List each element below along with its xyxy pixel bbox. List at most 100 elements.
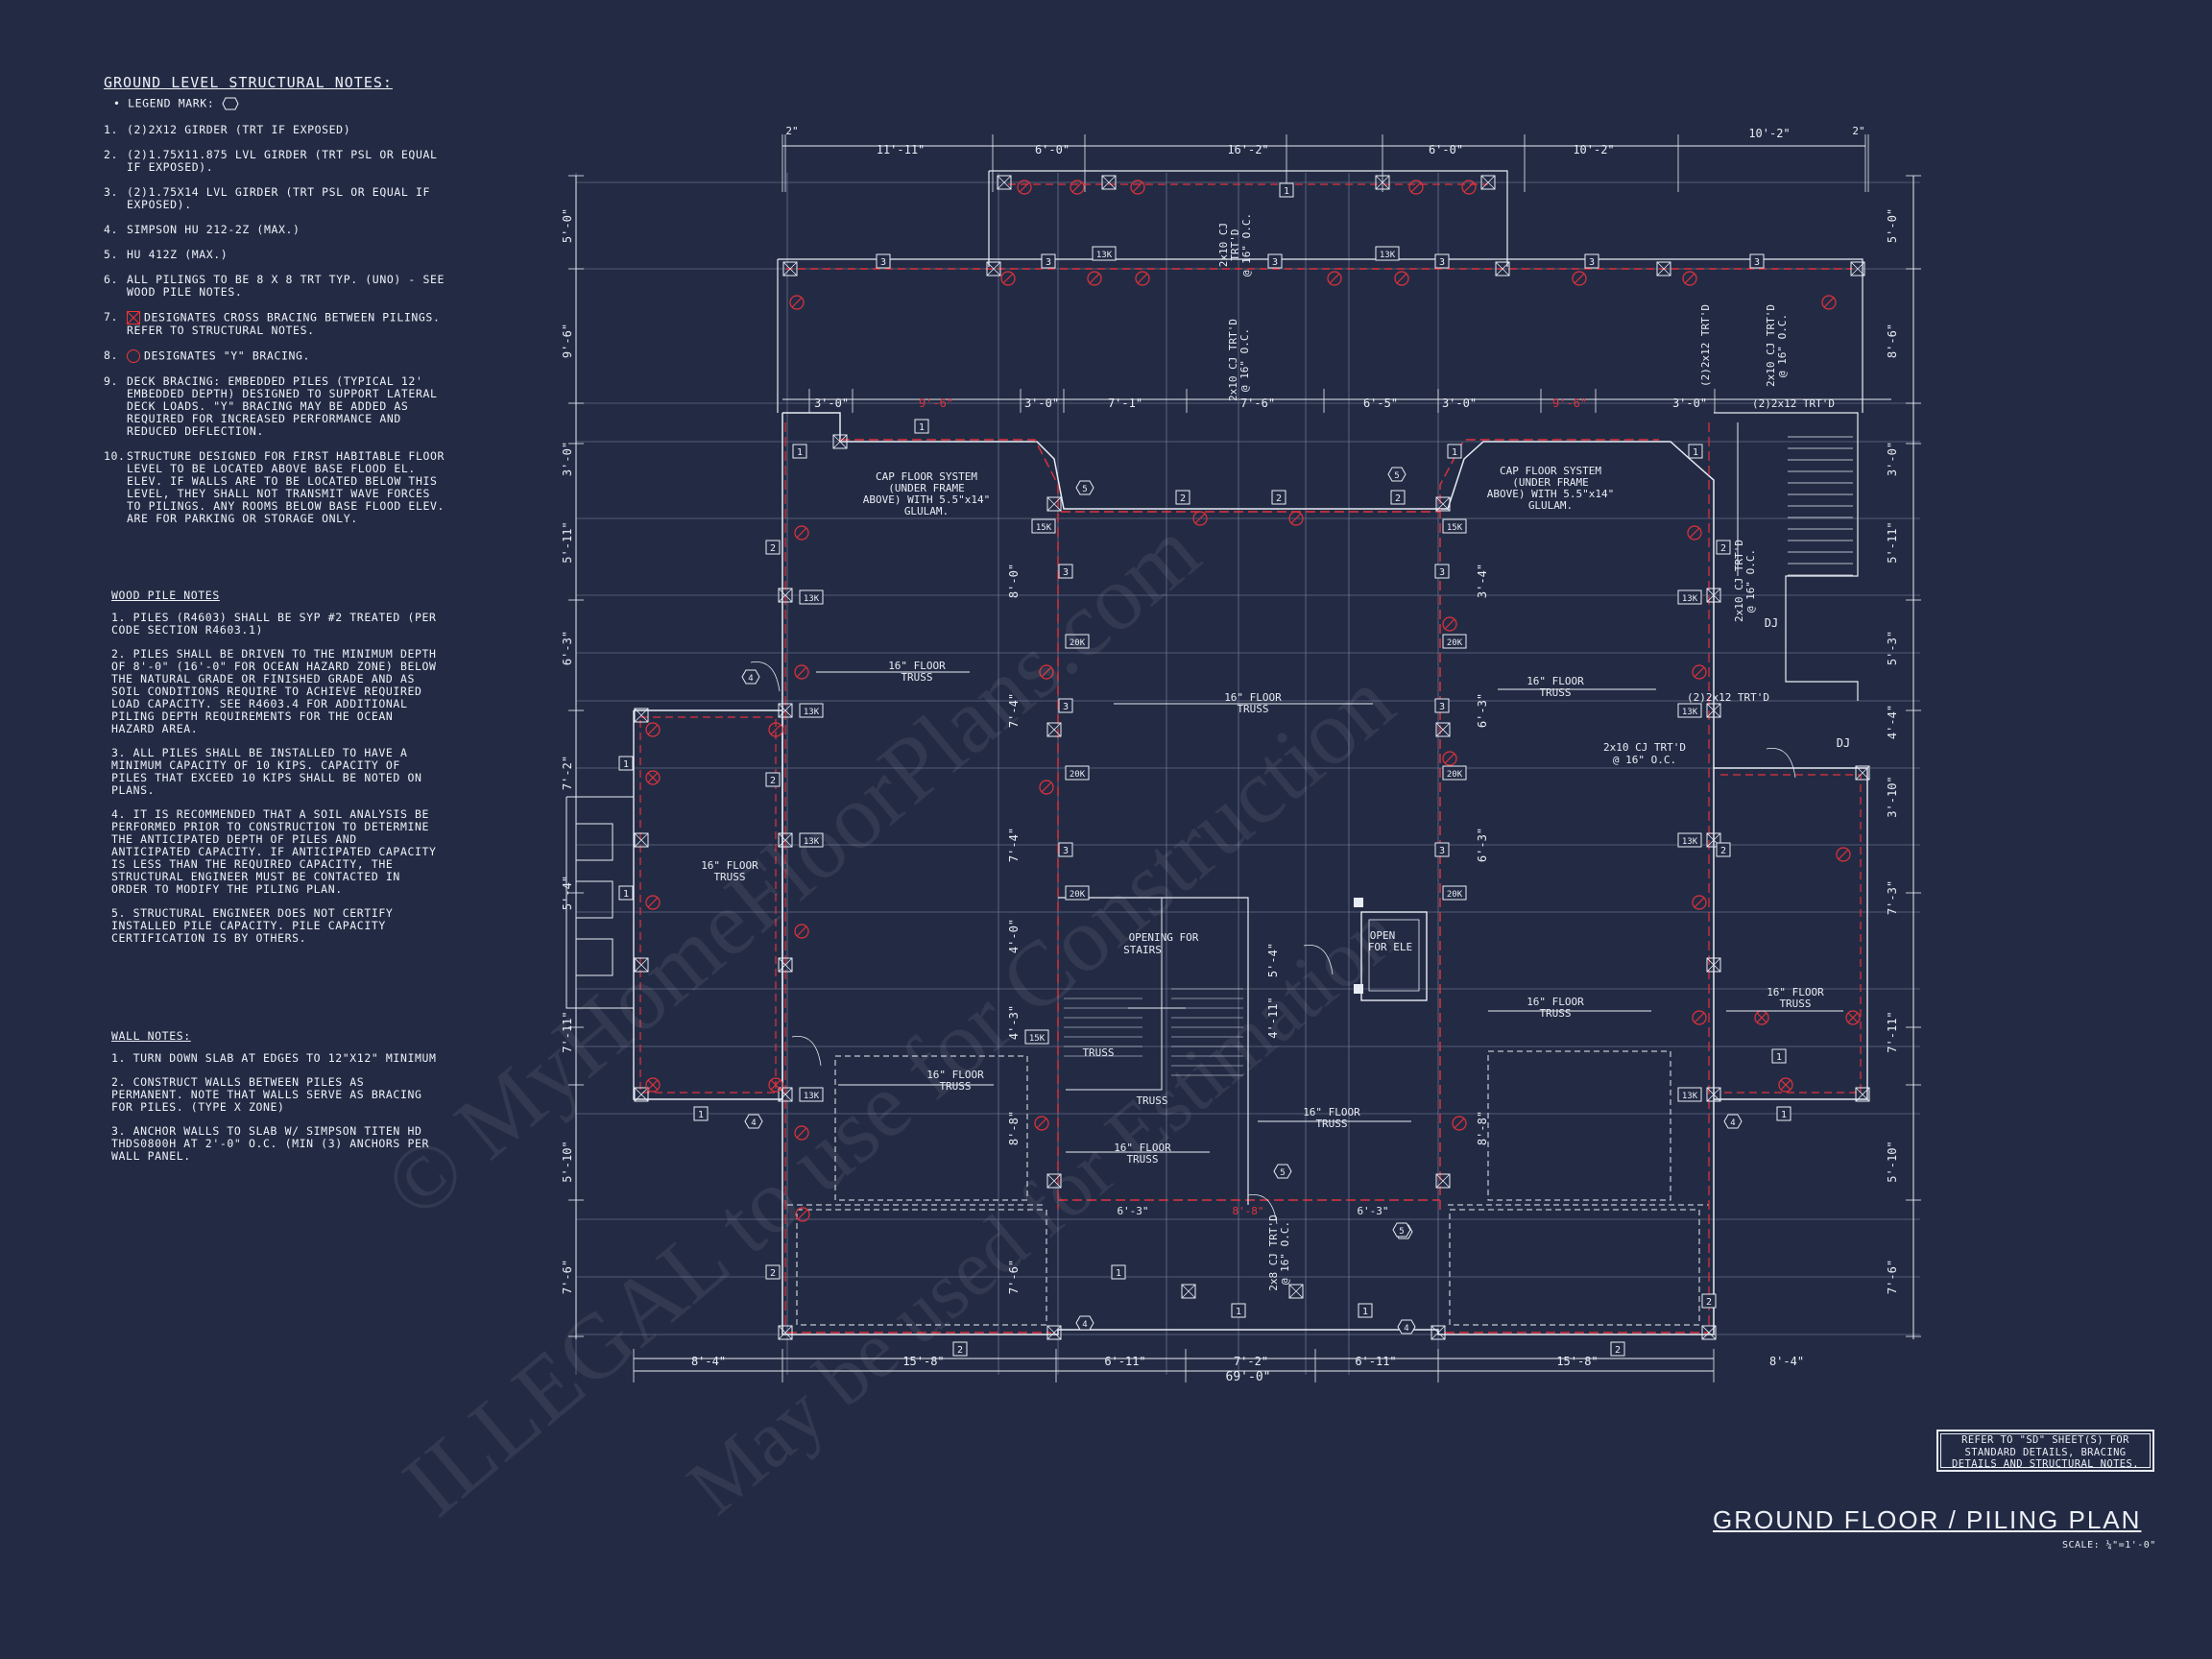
- pile-cross: [1656, 261, 1671, 276]
- pile-capacity-tag: 13K: [1677, 1087, 1702, 1102]
- dimension-text: 3'-0": [1024, 397, 1059, 410]
- truss-label-line2: TRUSS: [901, 671, 932, 684]
- y-bracing-icon: [127, 349, 140, 363]
- girder-tag: 3: [1267, 253, 1283, 269]
- note-text: (2)2x12 GIRDER (TRT IF EXPOSED): [127, 123, 351, 136]
- piling-box: [832, 434, 848, 449]
- piling-box: [1435, 722, 1451, 737]
- brace-circle: [1452, 1116, 1467, 1131]
- girder-tag-number: 2: [1615, 1345, 1621, 1356]
- truss-label-line1: 16" FLOOR: [701, 859, 758, 872]
- pile-rect: [1850, 261, 1865, 276]
- girder-tag: 1: [914, 419, 929, 434]
- tag-box: [1065, 634, 1090, 649]
- pile-rect: [1046, 1173, 1062, 1189]
- girder-tag-number: 1: [1776, 1052, 1782, 1063]
- girder-tag-number: 3: [1439, 702, 1445, 712]
- dimension-text: 8'-0": [1007, 564, 1021, 598]
- piling-box: [1495, 261, 1510, 276]
- door-swing: [750, 661, 781, 692]
- note-number: 1.: [104, 123, 119, 136]
- pile-rect: [1181, 1284, 1196, 1299]
- pile-cross: [1706, 588, 1721, 603]
- truss-label-line2: TRUSS: [1539, 1007, 1571, 1020]
- hex-tag-number: 4: [748, 674, 753, 684]
- girder-tag-number: 3: [1063, 846, 1069, 856]
- brace-circle: [1572, 271, 1587, 286]
- cross-bracing-mark: [1845, 1010, 1861, 1025]
- note-number: 3.: [104, 185, 119, 199]
- brace-slash: [1694, 1012, 1705, 1023]
- girder-tag: 3: [1434, 253, 1450, 269]
- elevator-shaft: [1360, 911, 1428, 1001]
- girder-tag-number: 3: [1063, 702, 1069, 712]
- pile-rect: [1288, 1284, 1304, 1299]
- dimension-text: 15'-8": [1556, 1355, 1598, 1368]
- pile-capacity-label: 15K: [1447, 523, 1463, 533]
- dimension-text: 4'-0": [1007, 919, 1021, 953]
- cap-floor-label-line2: (UNDER FRAME: [1512, 476, 1588, 489]
- pile-cross: [1288, 1284, 1304, 1299]
- piling-box: [1046, 1173, 1062, 1189]
- door-swing: [1247, 1193, 1278, 1225]
- brace-slash: [1444, 753, 1455, 764]
- pile-capacity-tag: 13K: [1092, 246, 1117, 261]
- structural-note-item: 9.DECK BRACING: EMBEDDED PILES (TYPICAL …: [104, 375, 449, 438]
- dimension-text: 7'-6": [1007, 1260, 1021, 1294]
- y-bracing-mark: [1288, 511, 1304, 526]
- structural-note-item: 8.DESIGNATES "Y" BRACING.: [104, 349, 449, 363]
- piling-box: [1706, 957, 1721, 973]
- girder-tag-number: 2: [957, 1345, 963, 1356]
- legend-label: LEGEND MARK:: [128, 96, 215, 110]
- legend-hex-tag: 4: [1397, 1319, 1416, 1334]
- tag-box: [1041, 253, 1056, 269]
- tag-box: [1442, 885, 1467, 901]
- y-bracing-mark: [1692, 1010, 1707, 1025]
- dimension-text: 10'-2": [1748, 127, 1790, 140]
- girder-tag: 3: [1434, 842, 1450, 857]
- pile-rect: [1495, 261, 1510, 276]
- girder-tag: 2: [1271, 490, 1286, 505]
- dimension-text: 6'-5": [1363, 397, 1398, 410]
- dimension-text: 5'-10": [561, 1141, 574, 1182]
- brace-circle: [768, 722, 783, 737]
- cross-bracing-mark: [645, 1077, 661, 1093]
- pile-rect: [782, 261, 798, 276]
- piling-box: [1706, 703, 1721, 718]
- pile-capacity-label: 13K: [1682, 1092, 1698, 1101]
- window-box: [575, 880, 613, 919]
- pile-cross: [1435, 1173, 1451, 1189]
- pile-rect: [778, 832, 793, 848]
- piling-box: [1701, 1325, 1717, 1340]
- wood-pile-note: 2. PILES SHALL BE DRIVEN TO THE MINIMUM …: [111, 647, 437, 735]
- elevator-corner: [1354, 898, 1363, 907]
- pile-capacity-tag: 20K: [1065, 765, 1090, 781]
- truss-label-line1: 16" FLOOR: [1303, 1106, 1360, 1118]
- tag-box: [799, 589, 824, 605]
- tag-box: [1610, 1341, 1625, 1357]
- pile-cross: [1480, 175, 1496, 190]
- tag-box: [1092, 246, 1117, 261]
- pile-cross: [778, 703, 793, 718]
- joist-label: @ 16" O.C.: [1240, 213, 1253, 276]
- tag-box: [1434, 564, 1450, 579]
- pile-capacity-tag: 13K: [1677, 589, 1702, 605]
- brace-x: [647, 772, 659, 783]
- pile-cross: [1701, 1325, 1717, 1340]
- tag-box: [1031, 518, 1056, 534]
- cap-floor-label-line1: CAP FLOOR SYSTEM: [1500, 465, 1601, 477]
- dimension-text: 4'-4": [1886, 705, 1899, 739]
- girder-tag-number: 3: [880, 257, 886, 268]
- pile-cross: [778, 957, 793, 973]
- pile-cross: [997, 175, 1012, 190]
- girder-tag-number: 3: [1046, 257, 1051, 268]
- pile-rect: [1046, 722, 1062, 737]
- y-bracing-mark: [1452, 1116, 1467, 1131]
- girder-tag-number: 3: [1589, 257, 1595, 268]
- girder-line: [1439, 439, 1659, 1210]
- hex-shape: [1075, 480, 1094, 495]
- pile-cross: [1855, 1087, 1870, 1102]
- brace-slash: [1574, 273, 1585, 284]
- girder-line: [1720, 774, 1862, 1094]
